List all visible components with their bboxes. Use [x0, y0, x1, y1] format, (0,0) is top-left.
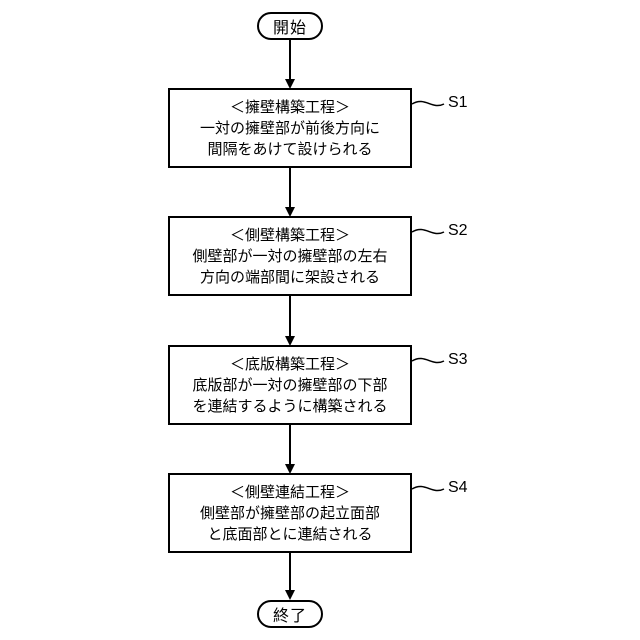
step-text-line: 側壁部が擁壁部の起立面部	[200, 503, 380, 524]
step-box-s1: ＜擁壁構築工程＞ 一対の擁壁部が前後方向に 間隔をあけて設けられる	[168, 88, 412, 168]
step-id-label-s1: S1	[448, 94, 468, 112]
end-label: 終了	[273, 602, 307, 626]
step-text-line: 底版部が一対の擁壁部の下部	[192, 375, 387, 396]
step-text-line: 方向の端部間に架設される	[200, 267, 380, 288]
step-box-s4: ＜側壁連結工程＞ 側壁部が擁壁部の起立面部 と底面部とに連結される	[168, 473, 412, 553]
step-title: ＜側壁連結工程＞	[230, 482, 350, 503]
end-terminal: 終了	[257, 600, 323, 628]
step-leader-s2	[412, 229, 444, 233]
start-label: 開始	[273, 14, 307, 38]
step-leader-s3	[412, 358, 444, 362]
step-id-label-s2: S2	[448, 222, 468, 240]
step-text-line: と底面部とに連結される	[207, 524, 372, 545]
step-leader-s4	[412, 486, 444, 490]
step-title: ＜底版構築工程＞	[230, 354, 350, 375]
step-box-s2: ＜側壁構築工程＞ 側壁部が一対の擁壁部の左右 方向の端部間に架設される	[168, 216, 412, 296]
step-leader-s1	[412, 101, 444, 105]
start-terminal: 開始	[257, 12, 323, 40]
step-text-line: 間隔をあけて設けられる	[207, 139, 372, 160]
step-id-label-s4: S4	[448, 479, 468, 497]
step-box-s3: ＜底版構築工程＞ 底版部が一対の擁壁部の下部 を連結するように構築される	[168, 345, 412, 425]
step-text-line: を連結するように構築される	[192, 396, 387, 417]
step-id-label-s3: S3	[448, 351, 468, 369]
step-text-line: 側壁部が一対の擁壁部の左右	[192, 246, 387, 267]
step-text-line: 一対の擁壁部が前後方向に	[200, 118, 380, 139]
step-title: ＜擁壁構築工程＞	[230, 97, 350, 118]
step-title: ＜側壁構築工程＞	[230, 225, 350, 246]
